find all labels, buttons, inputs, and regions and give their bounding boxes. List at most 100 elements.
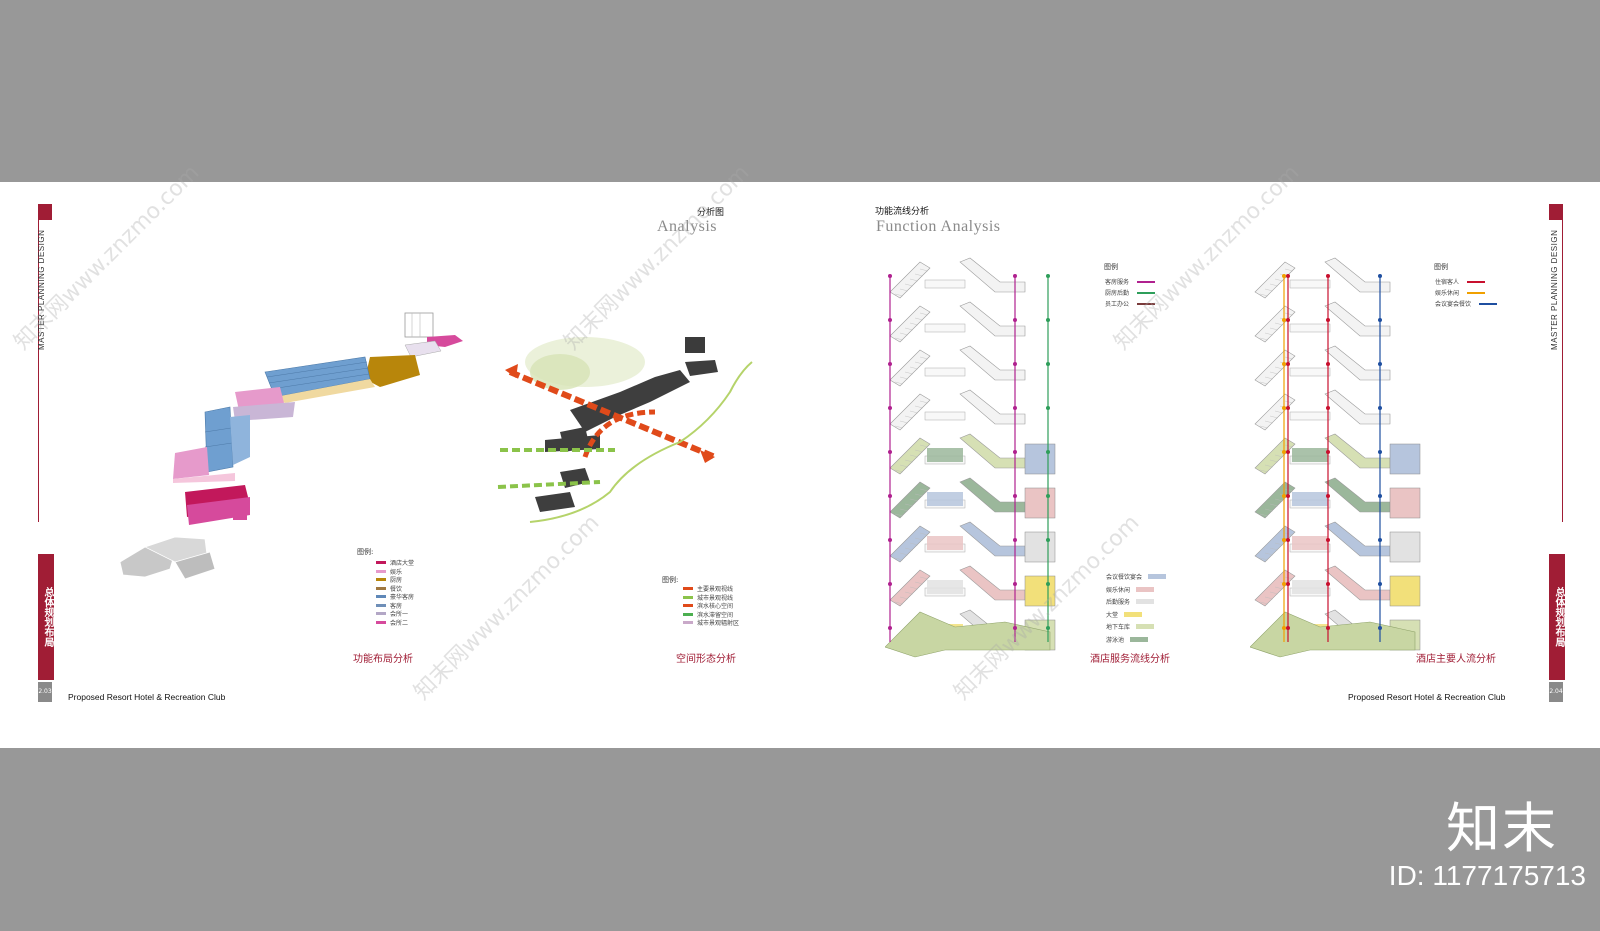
people-flow-node — [1326, 626, 1330, 630]
club-building-top — [404, 312, 463, 358]
people-flow-node — [1378, 626, 1382, 630]
legend1-item: 餐饮 — [376, 584, 402, 593]
zone-legend-swatch — [1148, 574, 1167, 579]
service-floor-plan — [889, 521, 1056, 563]
people-flow-node — [1326, 406, 1330, 410]
right-footer: Proposed Resort Hotel & Recreation Club — [1348, 692, 1506, 702]
legend4-swatch — [1467, 280, 1486, 283]
legend2-label: 主要景观视线 — [697, 586, 734, 593]
people-floor-plan — [1254, 301, 1391, 343]
zone-legend-label: 地下车库 — [1106, 624, 1131, 631]
zone-legend-label: 游泳池 — [1106, 636, 1125, 644]
people-flow-node — [1378, 318, 1382, 322]
people-flow-node — [1378, 538, 1382, 542]
legend3-swatch — [1137, 291, 1156, 294]
legend1-label: 酒店大堂 — [390, 560, 415, 567]
service-flow-node — [888, 362, 892, 366]
people-floor-plan — [1254, 389, 1391, 431]
caption-service-flow: 酒店服务流线分析 — [1090, 654, 1170, 665]
legend2-item: 主要景观视线 — [683, 584, 733, 593]
people-flow-node — [1286, 274, 1290, 278]
service-flow-node — [1046, 582, 1050, 586]
people-flow-node — [1326, 274, 1330, 278]
zone-legend-label: 大堂 — [1106, 611, 1119, 619]
legend2-title: 图例: — [662, 576, 679, 584]
people-flow-node — [1282, 626, 1286, 630]
service-flow-node — [1046, 538, 1050, 542]
service-flow-node — [888, 494, 892, 498]
people-flow-node — [1378, 450, 1382, 454]
left-side-badge: 总体规划布局 — [38, 554, 54, 680]
legend1-label: 客房 — [390, 602, 403, 610]
people-flow-node — [1378, 362, 1382, 366]
people-flow-node — [1326, 538, 1330, 542]
legend1-swatch — [376, 569, 386, 573]
legend3-item: 客房服务 — [1105, 277, 1156, 286]
legend4-label: 会议宴会餐饮 — [1435, 301, 1472, 308]
zone-legend-item: 游泳池 — [1106, 635, 1149, 644]
people-floor-plan — [1254, 565, 1421, 607]
lobby-tower — [173, 406, 250, 483]
legend1-item: 客房 — [376, 601, 402, 610]
analysis-title-cn: 分析图 — [697, 208, 725, 218]
legend4-item: 会议宴会餐饮 — [1435, 299, 1498, 308]
zone-legend-item: 娱乐休闲 — [1106, 585, 1155, 594]
legend2-label: 城市景观视线 — [697, 594, 734, 602]
legend3-item: 员工办公 — [1105, 299, 1156, 308]
service-floor-plan — [889, 565, 1056, 607]
people-flow-node — [1378, 582, 1382, 586]
legend4-swatch — [1467, 291, 1486, 294]
people-flow-node — [1282, 318, 1286, 322]
service-flow-node — [1013, 274, 1017, 278]
service-flow-node — [888, 318, 892, 322]
right-side-badge: 总体规划布局 — [1549, 554, 1565, 680]
legend1-swatch — [376, 620, 386, 624]
service-flow-node — [888, 538, 892, 542]
service-floor-plan — [889, 477, 1056, 519]
legend1-title: 图例: — [357, 548, 374, 556]
legend1-swatch — [376, 578, 386, 581]
legend1-item: 豪华客房 — [376, 592, 414, 601]
zone-legend-item: 会议餐饮宴会 — [1106, 572, 1167, 581]
legend1-swatch — [376, 586, 386, 590]
people-flow-node — [1282, 582, 1286, 586]
service-flow-node — [1013, 406, 1017, 410]
service-flow-node — [1046, 450, 1050, 454]
people-ground-plan — [1250, 611, 1416, 658]
left-page-number: 2.03 — [38, 682, 52, 702]
legend2-label: 城市景观辐射区 — [697, 620, 740, 627]
legend2-label: 滨水核心空间 — [697, 603, 734, 610]
service-flow-node — [1013, 318, 1017, 322]
booklet-spread: MASTER PLANNING DESIGN 总体规划布局 2.03 Propo… — [0, 182, 1600, 748]
zone-legend-swatch — [1136, 586, 1155, 592]
legend4-label: 娱乐休闲 — [1435, 290, 1460, 297]
people-flow-node — [1326, 582, 1330, 586]
legend4-title: 图例 — [1434, 263, 1448, 271]
people-flow-node — [1282, 538, 1286, 542]
legend1-label: 会所一 — [390, 611, 409, 618]
zone-legend-label: 会议餐饮宴会 — [1106, 574, 1143, 581]
service-floor-plan — [889, 345, 1026, 387]
people-floor-plan — [1254, 345, 1391, 387]
green-path — [529, 361, 753, 523]
legend2-swatch — [683, 612, 693, 616]
people-flow-node — [1282, 406, 1286, 410]
zone-legend-swatch — [1136, 599, 1155, 604]
zone-legend-swatch — [1136, 624, 1155, 629]
building-mass-dark — [535, 337, 718, 512]
service-floor-plan — [889, 433, 1056, 475]
people-flow-node — [1286, 582, 1290, 586]
legend2-item: 城市景观辐射区 — [683, 618, 739, 627]
people-flow-node — [1286, 450, 1290, 454]
image-id: ID: 1177175713 — [1388, 860, 1586, 891]
legend2-label: 滨水滞留空间 — [697, 611, 734, 619]
right-red-rule — [1562, 220, 1563, 522]
service-flow-node — [1013, 626, 1017, 630]
service-flow-node — [1046, 274, 1050, 278]
zone-legend-item: 后勤服务 — [1106, 597, 1155, 606]
people-flow-node — [1286, 538, 1290, 542]
right-vertical-header: MASTER PLANNING DESIGN — [1550, 229, 1559, 350]
people-flow-node — [1378, 274, 1382, 278]
service-floor-plan — [889, 389, 1026, 431]
service-flow-node — [1046, 318, 1050, 322]
